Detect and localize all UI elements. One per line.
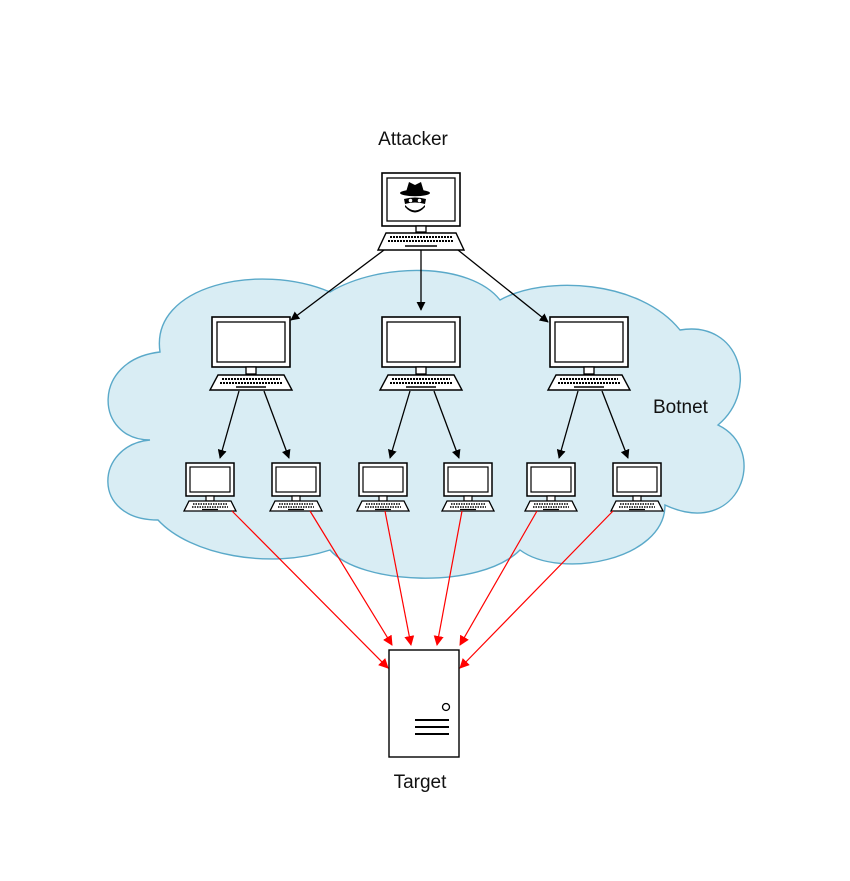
bot-computer-icon-4 bbox=[441, 462, 495, 512]
hacker-icon bbox=[400, 182, 430, 213]
attack-arrows bbox=[231, 510, 614, 669]
attacker-label: Attacker bbox=[378, 129, 448, 150]
target-label: Target bbox=[394, 772, 448, 793]
target-server-icon bbox=[388, 649, 460, 758]
handler-computer-icon-3 bbox=[547, 316, 631, 391]
handler-computer-icon-2 bbox=[379, 316, 463, 391]
bot-computer-icon-2 bbox=[269, 462, 323, 512]
command-arrows-handlers bbox=[217, 390, 630, 459]
bot-computer-icon-6 bbox=[610, 462, 664, 512]
botnet-label: Botnet bbox=[653, 397, 709, 418]
bot-computer-icon-3 bbox=[356, 462, 410, 512]
bot-computer-icon-1 bbox=[183, 462, 237, 512]
attacker-computer-icon bbox=[376, 172, 466, 251]
handler-computer-icon-1 bbox=[209, 316, 293, 391]
bot-computer-icon-5 bbox=[524, 462, 578, 512]
command-arrows-attacker bbox=[290, 249, 549, 323]
